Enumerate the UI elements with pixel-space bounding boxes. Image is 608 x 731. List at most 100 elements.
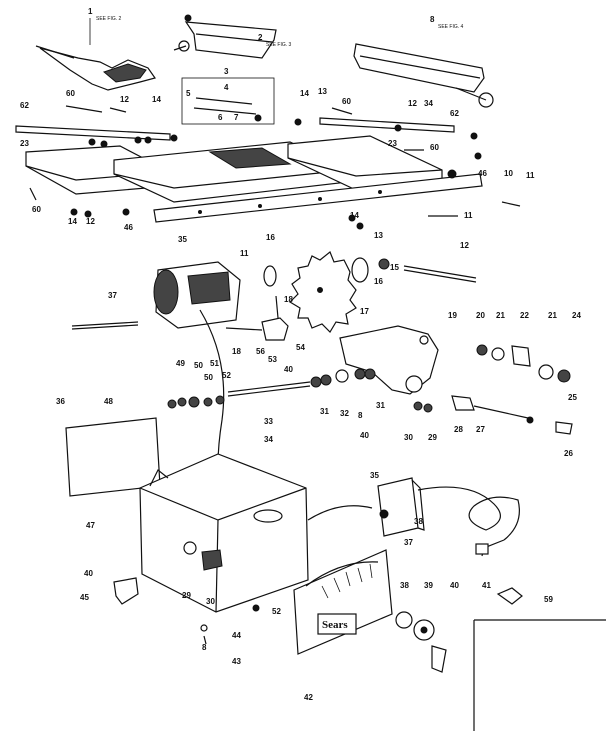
callout-c62b: 62 <box>20 101 29 110</box>
callout-c33: 33 <box>264 417 273 426</box>
motor-part-35 <box>153 261 241 501</box>
callout-c62a: 62 <box>450 109 459 118</box>
lock-lever-part-45 <box>113 577 139 605</box>
callout-c52b: 52 <box>272 607 281 616</box>
arbor-shaft-part-12 <box>403 265 477 283</box>
blade-washers <box>263 257 390 287</box>
cabinet-part-34 <box>139 453 309 613</box>
callout-c10: 10 <box>504 169 513 178</box>
tilt-parts-27-30 <box>413 395 573 435</box>
callout-c40a: 40 <box>284 365 293 374</box>
callout-c11b: 11 <box>464 211 473 220</box>
callout-c12d: 12 <box>460 241 469 250</box>
rear-rail-part-8 <box>353 43 494 108</box>
rear-guide-bar-part-62 <box>319 117 455 133</box>
small-hardware-bottom <box>200 604 260 645</box>
callout-c51: 51 <box>210 359 219 368</box>
callout-c50b: 50 <box>204 373 213 382</box>
callout-c25: 25 <box>568 393 577 402</box>
callout-c8b: 8 <box>358 411 363 420</box>
callout-c35a: 35 <box>178 235 187 244</box>
callout-c19: 19 <box>448 311 457 320</box>
callout-c8: 8 <box>430 15 435 24</box>
callout-c38a: 38 <box>414 517 423 526</box>
callout-c26: 26 <box>564 449 573 458</box>
callout-c35b: 35 <box>370 471 379 480</box>
callout-c17: 17 <box>360 307 369 316</box>
callout-c46a: 46 <box>478 169 487 178</box>
callout-c13b: 13 <box>374 231 383 240</box>
callout-c44: 44 <box>232 631 241 640</box>
callout-c1-reference: SEE FIG. 2 <box>96 16 122 22</box>
callout-c46b: 46 <box>124 223 133 232</box>
callout-c47: 47 <box>86 521 95 530</box>
callout-c32: 32 <box>340 409 349 418</box>
right-shaft-parts-20-24 <box>476 344 571 383</box>
callout-c45: 45 <box>80 593 89 602</box>
front-guide-bar-part-10 <box>153 173 483 223</box>
callout-c48: 48 <box>104 397 113 406</box>
callout-c39a: 39 <box>424 581 433 590</box>
callout-c60c: 60 <box>430 143 439 152</box>
callout-c29a: 29 <box>428 433 437 442</box>
callout-c13a: 13 <box>318 87 327 96</box>
callout-c56: 56 <box>256 347 265 356</box>
callout-c31b: 31 <box>376 401 385 410</box>
callout-c11c: 11 <box>240 249 249 258</box>
callout-c40c: 40 <box>450 581 459 590</box>
callout-c54: 54 <box>296 343 305 352</box>
callout-c18b: 18 <box>232 347 241 356</box>
handwheel-parts-38-39 <box>395 611 435 641</box>
switch-parts-49-52 <box>167 395 225 409</box>
bracket-part-18 <box>225 295 289 341</box>
trunnion-part-19 <box>339 325 439 395</box>
callout-c4: 4 <box>224 83 229 92</box>
callout-c34b: 34 <box>264 435 273 444</box>
callout-c30a: 30 <box>404 433 413 442</box>
callout-c53: 53 <box>268 355 277 364</box>
sears-brand-label: Sears <box>322 619 348 631</box>
callout-c37b: 37 <box>404 538 413 547</box>
callout-c1: 1 <box>88 7 93 16</box>
callout-c29b: 29 <box>182 591 191 600</box>
rip-fence-part-2 <box>173 14 277 59</box>
front-panel-part-42: Sears <box>293 549 393 655</box>
callout-c41: 41 <box>482 581 491 590</box>
callout-c37a: 37 <box>108 291 117 300</box>
callout-c14d: 14 <box>350 211 359 220</box>
front-rail-part-62 <box>15 125 171 141</box>
callout-c15: 15 <box>390 263 399 272</box>
motor-pulley-parts-29-30 <box>183 541 223 571</box>
callout-c40b: 40 <box>360 431 369 440</box>
callout-c50a: 50 <box>194 361 203 370</box>
callout-c49: 49 <box>176 359 185 368</box>
callout-c5: 5 <box>186 89 191 98</box>
callout-c23b: 23 <box>388 139 397 148</box>
callout-c42: 42 <box>304 693 313 702</box>
callout-c12a: 12 <box>408 99 417 108</box>
callout-c12b: 12 <box>120 95 129 104</box>
elevation-screw-part-33 <box>227 368 376 397</box>
blade-guard-part-1 <box>35 18 156 91</box>
callout-c60a: 60 <box>342 97 351 106</box>
callout-c23a: 23 <box>20 139 29 148</box>
side-panel-part-48 <box>65 417 161 497</box>
callout-c2: 2 <box>258 33 263 42</box>
callout-c59: 59 <box>544 595 553 604</box>
callout-c36: 36 <box>56 397 65 406</box>
callout-c60b: 60 <box>66 89 75 98</box>
callout-c8-reference: SEE FIG. 4 <box>438 24 464 30</box>
callout-c20: 20 <box>476 311 485 320</box>
callout-c16b: 16 <box>374 277 383 286</box>
callout-c27: 27 <box>476 425 485 434</box>
top-hardware <box>29 105 521 230</box>
callout-c11a: 11 <box>526 171 535 180</box>
saw-blade-part-17 <box>289 251 357 333</box>
callout-c38b: 38 <box>400 581 409 590</box>
callout-c34a: 34 <box>424 99 433 108</box>
callout-c6: 6 <box>218 113 223 122</box>
callout-c22: 22 <box>520 311 529 320</box>
callout-c12c: 12 <box>86 217 95 226</box>
